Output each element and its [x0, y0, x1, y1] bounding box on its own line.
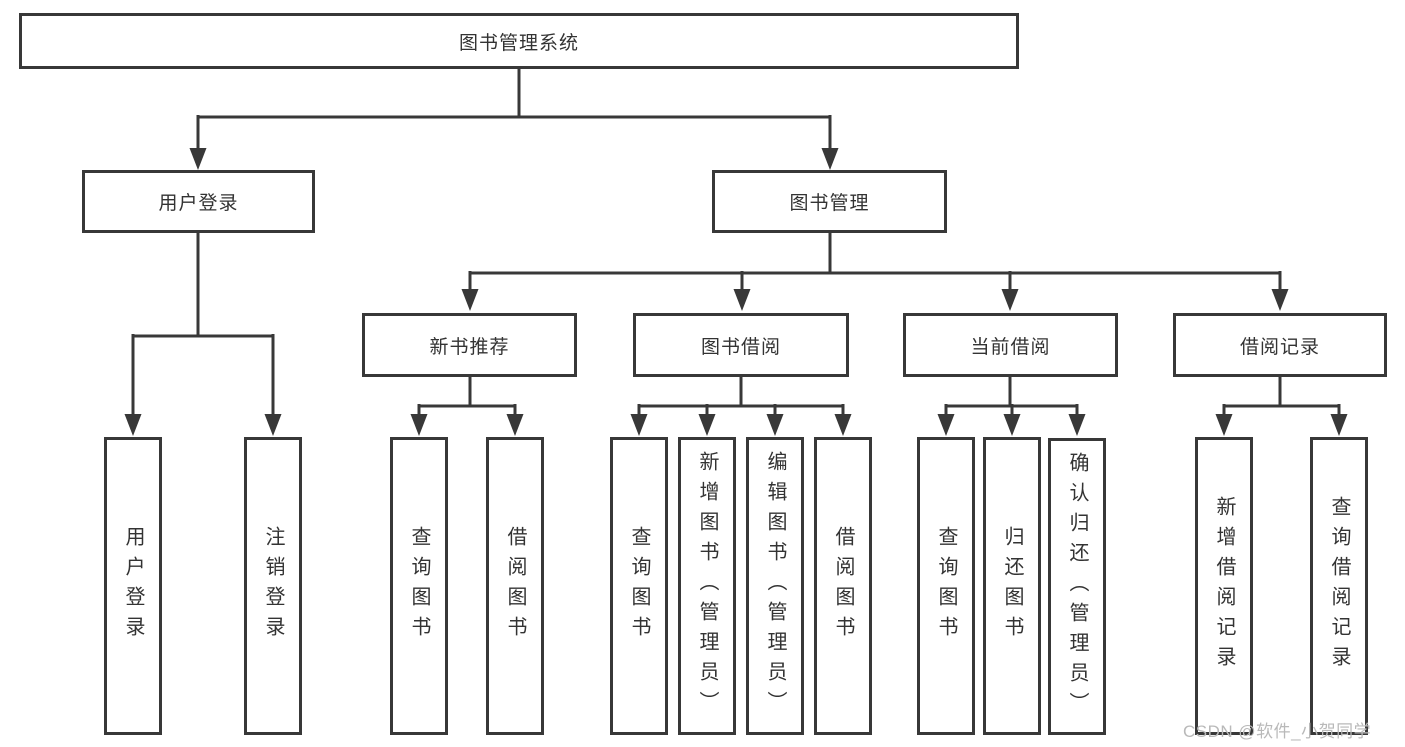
node-book-management: 图书管理 [712, 170, 947, 233]
leaf-add-book-admin: 新增图书（管理员） [678, 437, 736, 735]
leaf-add-borrow-record: 新增借阅记录 [1195, 437, 1253, 735]
leaf-confirm-return-admin: 确认归还（管理员） [1048, 438, 1106, 735]
leaf-query-book-borrow: 查询图书 [610, 437, 668, 735]
leaf-query-book-current: 查询图书 [917, 437, 975, 735]
node-book-borrow: 图书借阅 [633, 313, 849, 377]
arrowhead-icons [124, 148, 1348, 436]
leaf-return-book: 归还图书 [983, 437, 1041, 735]
leaf-user-login: 用户登录 [104, 437, 162, 735]
leaf-borrow-book: 借阅图书 [814, 437, 872, 735]
node-borrow-records: 借阅记录 [1173, 313, 1387, 377]
leaf-logout-login: 注销登录 [244, 437, 302, 735]
leaf-query-borrow-record: 查询借阅记录 [1310, 437, 1368, 735]
node-library-management-system: 图书管理系统 [19, 13, 1019, 69]
leaf-borrow-book-recommend: 借阅图书 [486, 437, 544, 735]
leaf-edit-book-admin: 编辑图书（管理员） [746, 437, 804, 735]
node-new-book-recommend: 新书推荐 [362, 313, 577, 377]
csdn-watermark: CSDN @软件_小贺同学 [1183, 722, 1372, 741]
node-current-borrow: 当前借阅 [903, 313, 1118, 377]
leaf-query-book-recommend: 查询图书 [390, 437, 448, 735]
node-user-login: 用户登录 [82, 170, 315, 233]
